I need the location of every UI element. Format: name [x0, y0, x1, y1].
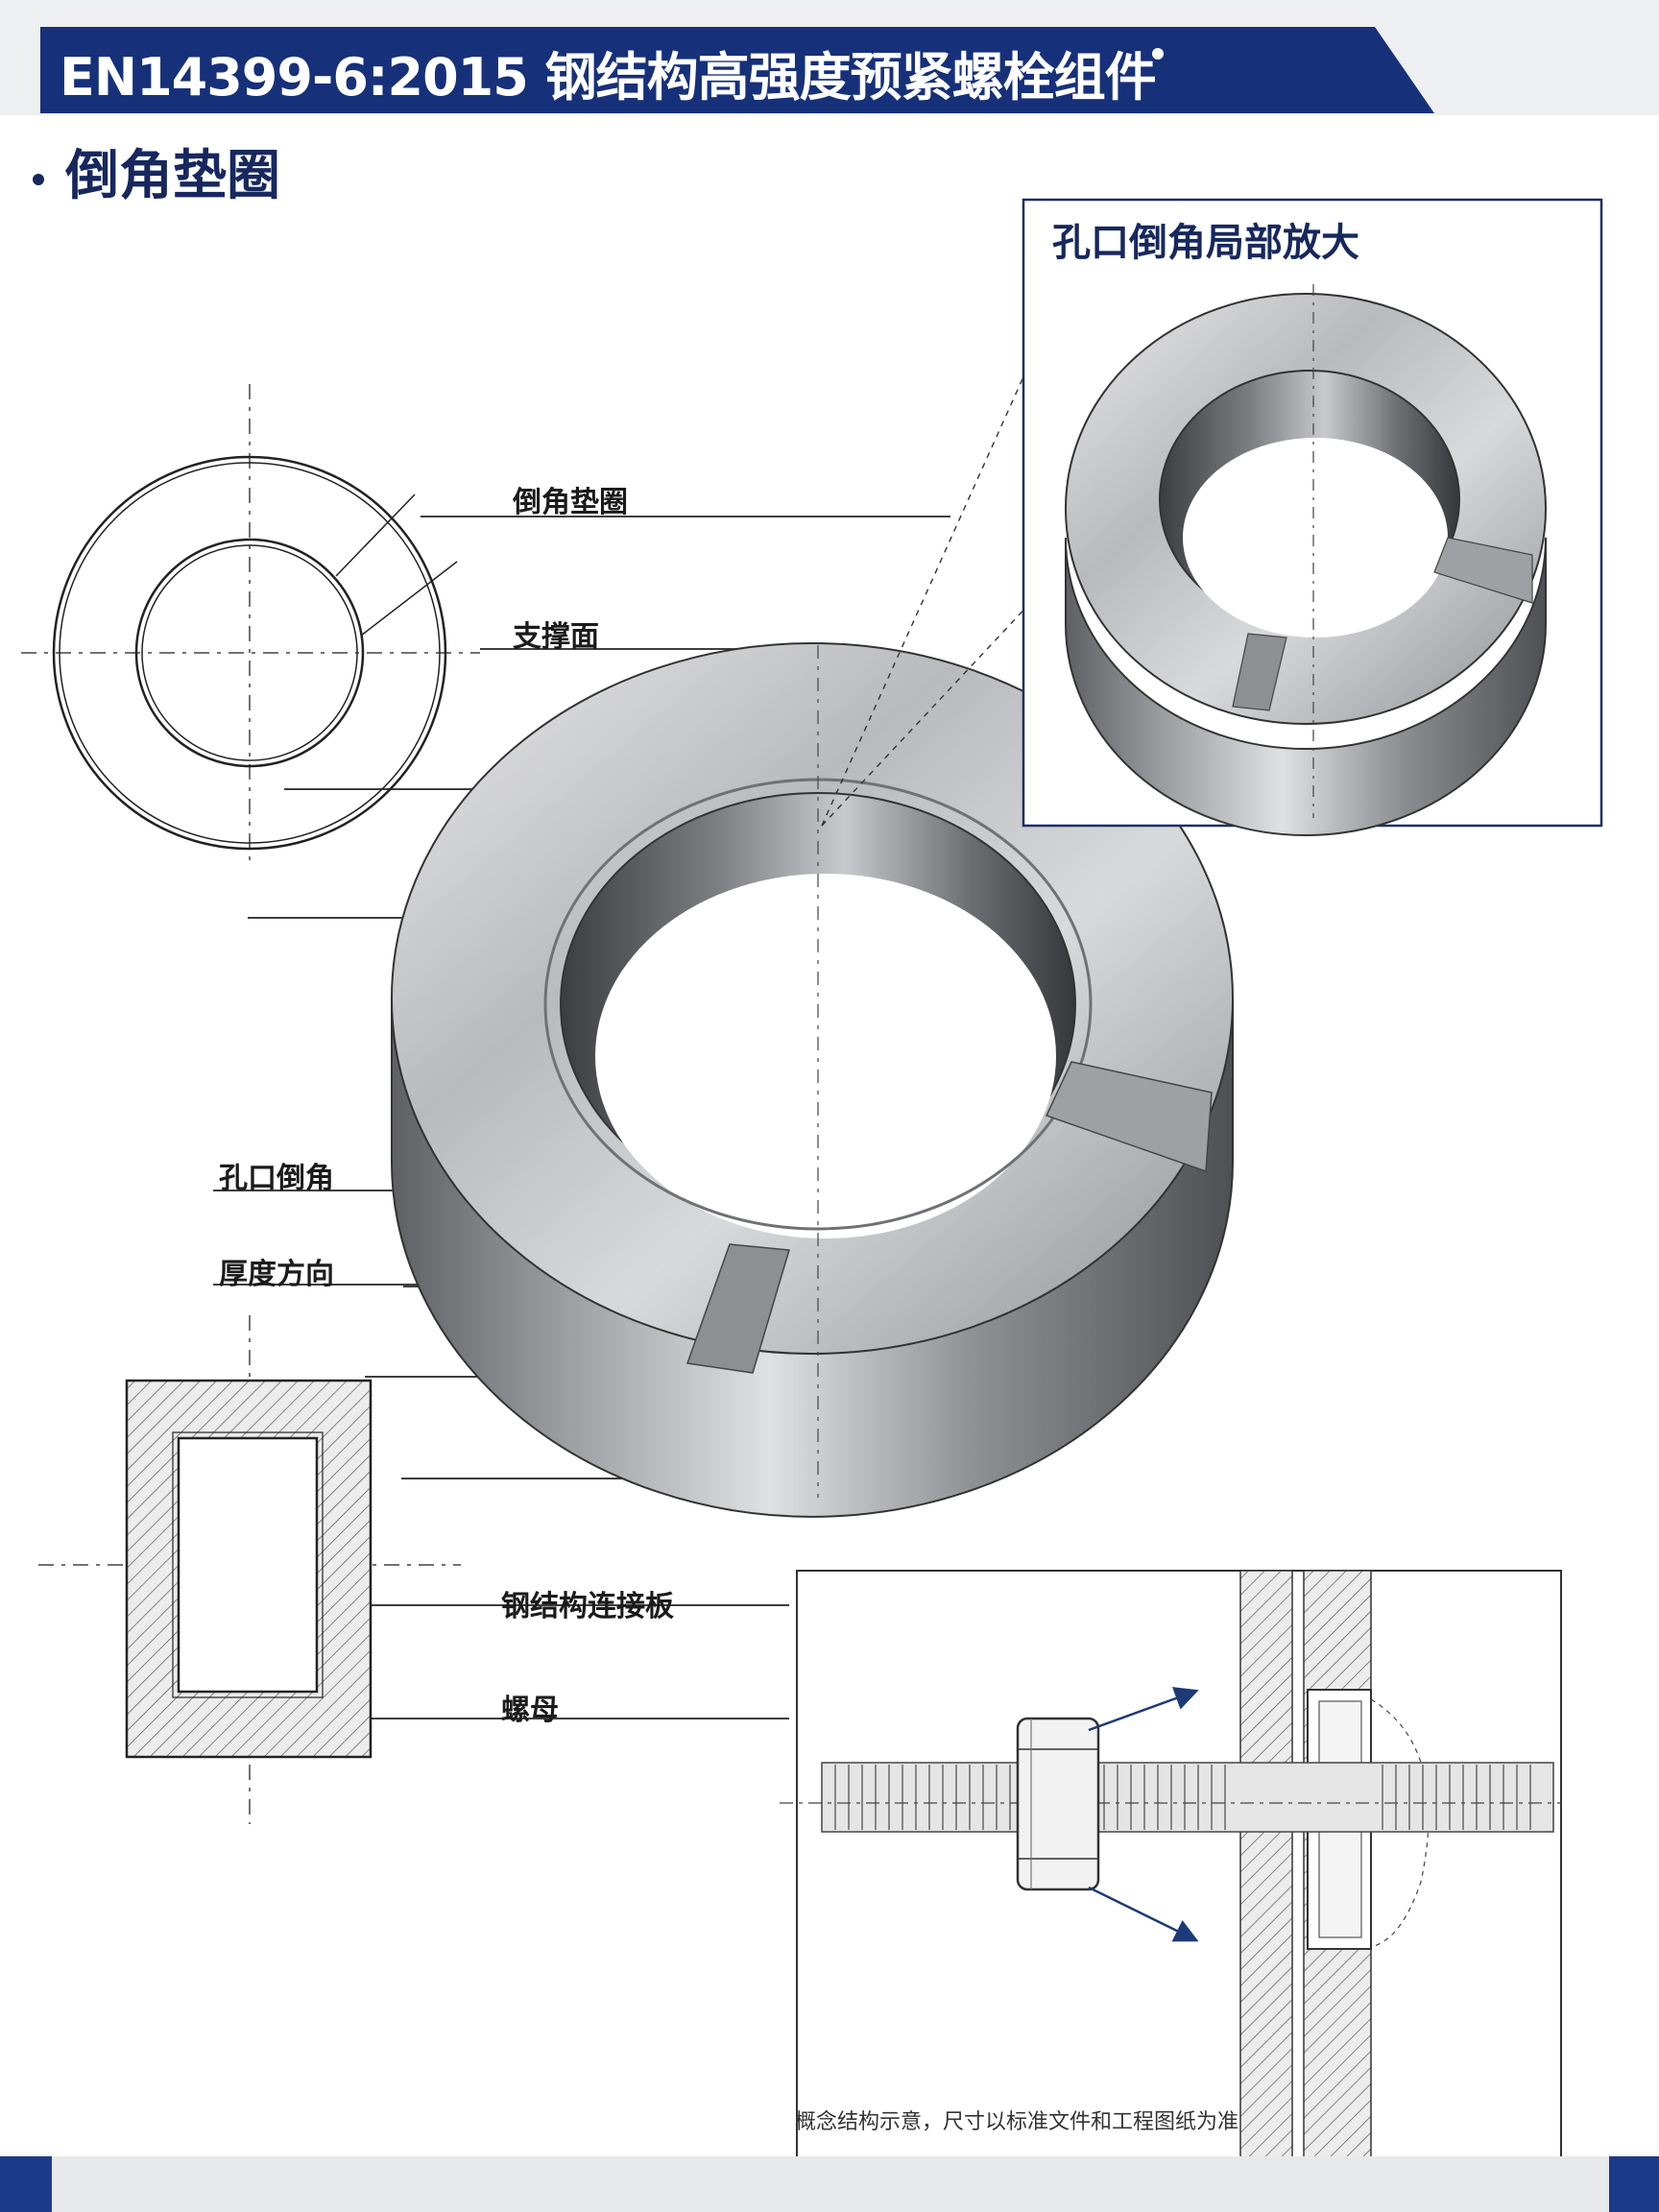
washer-section-view	[38, 1315, 461, 1824]
inset-washer-illustration	[1065, 284, 1547, 836]
label-nut: 螺母	[501, 1694, 559, 1727]
header-bullet	[1152, 48, 1164, 60]
footer-bar	[0, 2156, 1659, 2212]
section-title-text: 倒角垫圈	[65, 145, 280, 207]
label-thickness-direction: 厚度方向	[219, 1258, 334, 1291]
section-title: 倒角垫圈	[33, 132, 280, 210]
footer-accent-right	[1609, 2156, 1659, 2212]
inset-title: 孔口倒角局部放大	[1052, 221, 1359, 265]
section-bullet	[33, 173, 44, 185]
label-steel-connecting-plate: 钢结构连接板	[501, 1590, 674, 1623]
label-bearing-face: 支撑面	[513, 620, 599, 654]
caption: 概念结构示意，尺寸以标准文件和工程图纸为准	[795, 2110, 1239, 2134]
bolt-assembly-illustration	[780, 1570, 1562, 2203]
footer-accent-left	[0, 2156, 52, 2212]
header-banner	[40, 27, 1434, 113]
label-chamfered-washer: 倒角垫圈	[513, 486, 628, 519]
label-hole-chamfer: 孔口倒角	[219, 1162, 334, 1195]
header-title: EN14399-6:2015 钢结构高强度预紧螺栓组件	[60, 47, 1157, 108]
washer-top-view	[21, 384, 480, 864]
